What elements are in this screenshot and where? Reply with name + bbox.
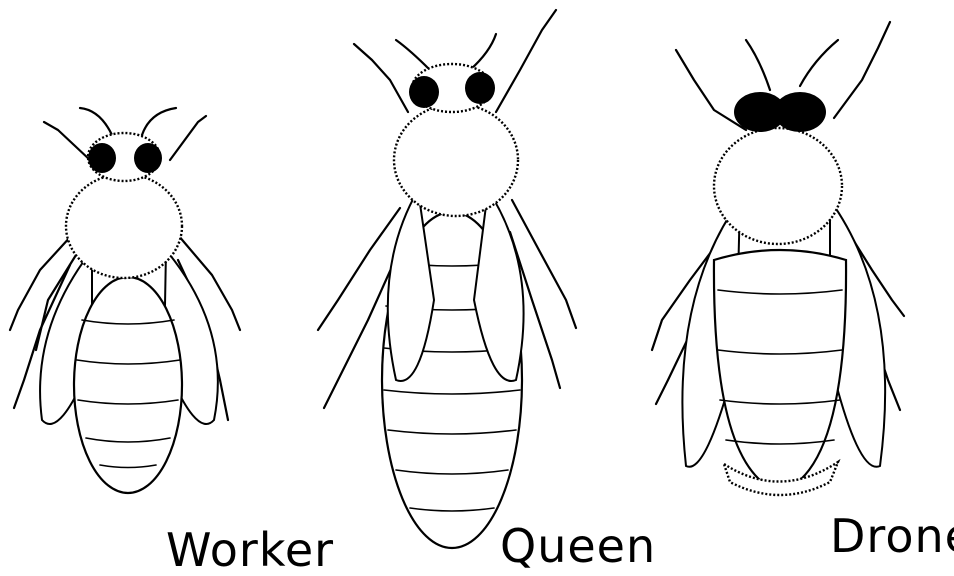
drone-label: Drone — [830, 509, 954, 563]
worker-bee — [10, 108, 240, 493]
drone-bee — [652, 22, 904, 495]
worker-label: Worker — [166, 523, 334, 576]
queen-bee — [318, 10, 576, 548]
queen-label: Queen — [500, 519, 656, 573]
